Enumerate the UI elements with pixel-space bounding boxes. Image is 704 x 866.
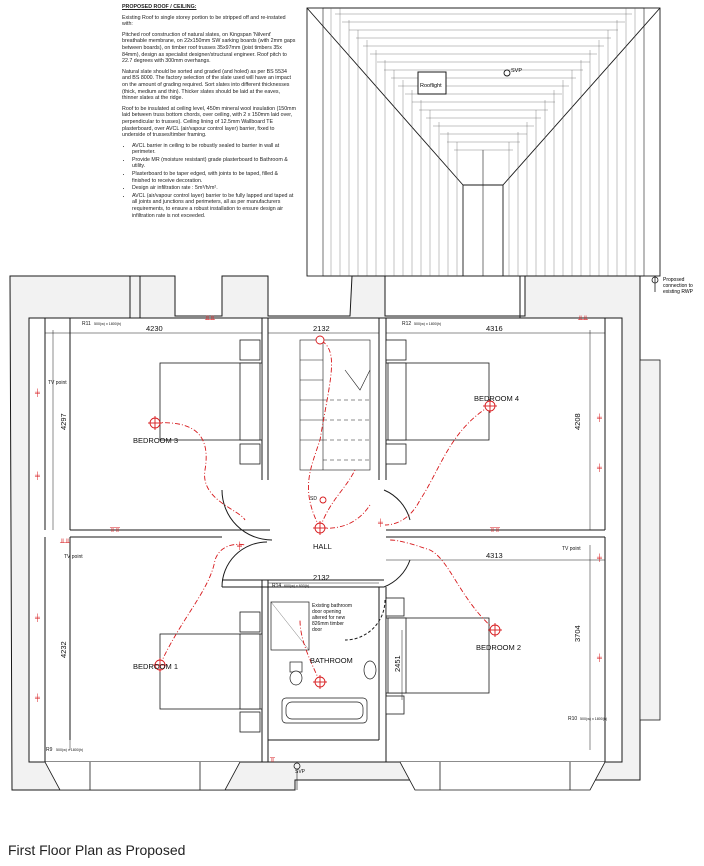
ceiling-light-icon [315, 335, 325, 345]
furniture-beds [159, 339, 490, 733]
socket-icon: ╥ [269, 755, 275, 762]
notes-bullet: Design air infiltration rate : 5m³/h/m². [132, 185, 297, 192]
socket-icon: ╪ [34, 388, 40, 398]
basin [363, 660, 377, 680]
room-label-bedroom1: BEDROOM 1 [133, 662, 178, 671]
socket-icon: ╪ [34, 693, 40, 703]
notes-para-1: Existing Roof to single storey portion t… [122, 14, 286, 28]
notes-para-2: Pitched roof construction of natural sla… [122, 31, 296, 65]
rwp-note-line: Proposed [663, 277, 685, 283]
dimension-text: 4230 2132 4316 4313 2132 4297 4208 4232 … [59, 324, 582, 672]
staircase [299, 339, 371, 471]
socket-icon: ╪ [34, 613, 40, 623]
bath-note-line: Existing bathroom [312, 603, 352, 609]
window-size: 500(w) x 1800(h) [580, 717, 607, 721]
notes-bullet: AVCL (air/vapour control layer) barrier … [132, 193, 297, 219]
window-size: 500(w) x 1800(h) [94, 322, 121, 326]
socket-icon: ╨╨ [59, 538, 70, 547]
window-ref: R9 [46, 747, 53, 753]
slate-hatch [330, 8, 636, 276]
dim-right-upper: 4208 [573, 413, 582, 430]
dim-top-left: 4230 [146, 324, 163, 333]
rooflight-outline [417, 71, 447, 95]
socket-icon: ╪ [596, 413, 602, 423]
tv-point-label: TV point [562, 546, 581, 552]
roof-plan [306, 7, 661, 292]
notes-bullet: AVCL barrier in ceiling to be robustly s… [132, 143, 297, 156]
rwp-note-line: existing RWP [663, 289, 694, 295]
dim-left-lower: 4232 [59, 641, 68, 658]
svp-bottom-label: SVP [295, 769, 306, 775]
smoke-detector-icon [319, 496, 327, 504]
room-label-bathroom: BATHROOM [310, 656, 353, 665]
notes-heading: PROPOSED ROOF / CEILING: [122, 4, 197, 10]
dim-mid-center: 2132 [313, 573, 330, 582]
tv-point-label: TV point [64, 554, 83, 560]
window-references: R11 500(w) x 1800(h) R12 500(w) x 1800(h… [46, 321, 607, 753]
socket-icon: ╨╨ [204, 315, 215, 324]
drawing-caption: First Floor Plan as Proposed [8, 842, 186, 858]
bath-note-line: altered for new [312, 615, 345, 621]
window-ref: R10 [568, 716, 577, 722]
notes-para-3: Natural slate should be sorted and grade… [122, 68, 291, 102]
room-labels: BEDROOM 3 BEDROOM 4 HALL BEDROOM 1 BEDRO… [133, 394, 521, 671]
room-label-hall: HALL [313, 542, 332, 551]
socket-icon: ╨╨ [577, 315, 588, 324]
dim-top-mid: 2132 [313, 324, 330, 333]
socket-icon: ╪ [596, 653, 602, 663]
socket-icon: ╪ [596, 463, 602, 473]
window-size: 600(w) x 600(h) [284, 584, 309, 588]
smoke-detector-label: SD [310, 496, 317, 502]
rwp-symbol [651, 276, 659, 284]
socket-icon: ╥╥ [109, 525, 120, 532]
wc [289, 661, 303, 673]
dimension-lines [45, 330, 605, 750]
window-ref: R12 [402, 321, 411, 327]
socket-icon: ╪ [596, 553, 602, 563]
room-label-bedroom2: BEDROOM 2 [476, 643, 521, 652]
bath-note-line: door [312, 627, 322, 633]
electrical-circuits [154, 339, 496, 683]
socket-icon: ╪ [236, 541, 242, 551]
window-ref: R14 [272, 583, 281, 589]
tv-point-label: TV point [48, 380, 67, 386]
notes-para-4: Roof to be insulated at ceiling level, 4… [122, 105, 297, 139]
svp-top-label: SVP [511, 68, 522, 74]
socket-icon: ╥╥ [489, 525, 500, 532]
socket-icon: ╪ [377, 518, 383, 528]
socket-icon: ╪ [34, 471, 40, 481]
dim-bath: 2451 [393, 655, 402, 672]
rwp-note-line: connection to [663, 283, 693, 289]
notes-bullet: Provide MR (moisture resistant) grade pl… [132, 157, 297, 170]
roof-ceiling-notes: PROPOSED ROOF / CEILING: Existing Roof t… [122, 4, 297, 220]
bath-note-line: door opening [312, 609, 341, 615]
dim-top-right: 4316 [486, 324, 503, 333]
notes-bullet: Plasterboard to be taper edged, with joi… [132, 171, 297, 184]
hip-line [502, 7, 661, 186]
window-ref: R11 [82, 321, 91, 327]
room-label-bedroom4: BEDROOM 4 [474, 394, 519, 403]
room-label-bedroom3: BEDROOM 3 [133, 436, 178, 445]
window-size: 500(w) x 1800(h) [56, 748, 83, 752]
socket-symbols: ╨╨ ╨╨ ╪ ╪ ╪ ╪ ╨╨ ╥╥ ╥╥ ╪ ╪ ╪ ╪ ╪ ╪ ╥ [34, 315, 602, 762]
misc-labels: TV point TV point TV point SD SVP Existi… [48, 380, 581, 775]
window-size: 500(w) x 1800(h) [414, 322, 441, 326]
svp-symbol [503, 69, 511, 77]
dim-mid-right: 4313 [486, 551, 503, 560]
bath-note-line: 826mm timber [312, 621, 344, 627]
bay-windows [44, 359, 661, 791]
dim-right-lower: 3704 [573, 625, 582, 642]
bathroom-fittings [270, 601, 377, 724]
light-fittings [148, 335, 502, 689]
notes-bullets: AVCL barrier in ceiling to be robustly s… [132, 143, 297, 220]
rooflight-label: Rooflight [420, 83, 442, 89]
dim-left-upper: 4297 [59, 413, 68, 430]
